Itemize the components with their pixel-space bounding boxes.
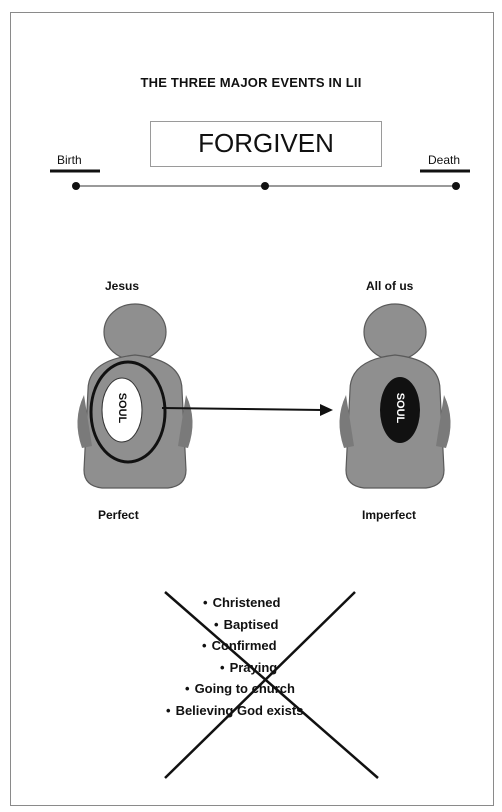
jesus-label: Jesus [105, 279, 140, 293]
jesus-soul-circle [89, 360, 167, 464]
timeline-dot-death [452, 182, 460, 190]
list-item: Praying [220, 657, 440, 679]
birth-label: Birth [57, 153, 82, 167]
crossed-out-list: Christened Baptised Confirmed Praying Go… [150, 592, 370, 721]
list-item: Believing God exists [166, 700, 386, 722]
death-label: Death [428, 153, 461, 167]
jesus-figure [77, 303, 193, 489]
jesus-soul-label: SOUL [116, 392, 128, 424]
list-item: Going to church [185, 678, 405, 700]
all-of-us-figure [339, 303, 451, 489]
transfer-arrow-head [320, 404, 333, 416]
timeline-dot-middle [261, 182, 269, 190]
forgiven-banner: FORGIVEN [150, 121, 382, 167]
page-title: THE THREE MAJOR EVENTS IN LII [140, 75, 362, 90]
timeline-dot-birth [72, 182, 80, 190]
jesus-soul-shape [101, 377, 143, 443]
list-item: Confirmed [202, 635, 422, 657]
list-item: Christened [203, 592, 423, 614]
perfect-label: Perfect [98, 508, 139, 522]
list-item: Baptised [214, 614, 434, 636]
all-of-us-soul-label: SOUL [394, 392, 406, 424]
all-of-us-label: All of us [366, 279, 414, 293]
transfer-arrow-line [161, 407, 323, 411]
all-of-us-soul-shape [380, 377, 420, 443]
imperfect-label: Imperfect [362, 508, 417, 522]
